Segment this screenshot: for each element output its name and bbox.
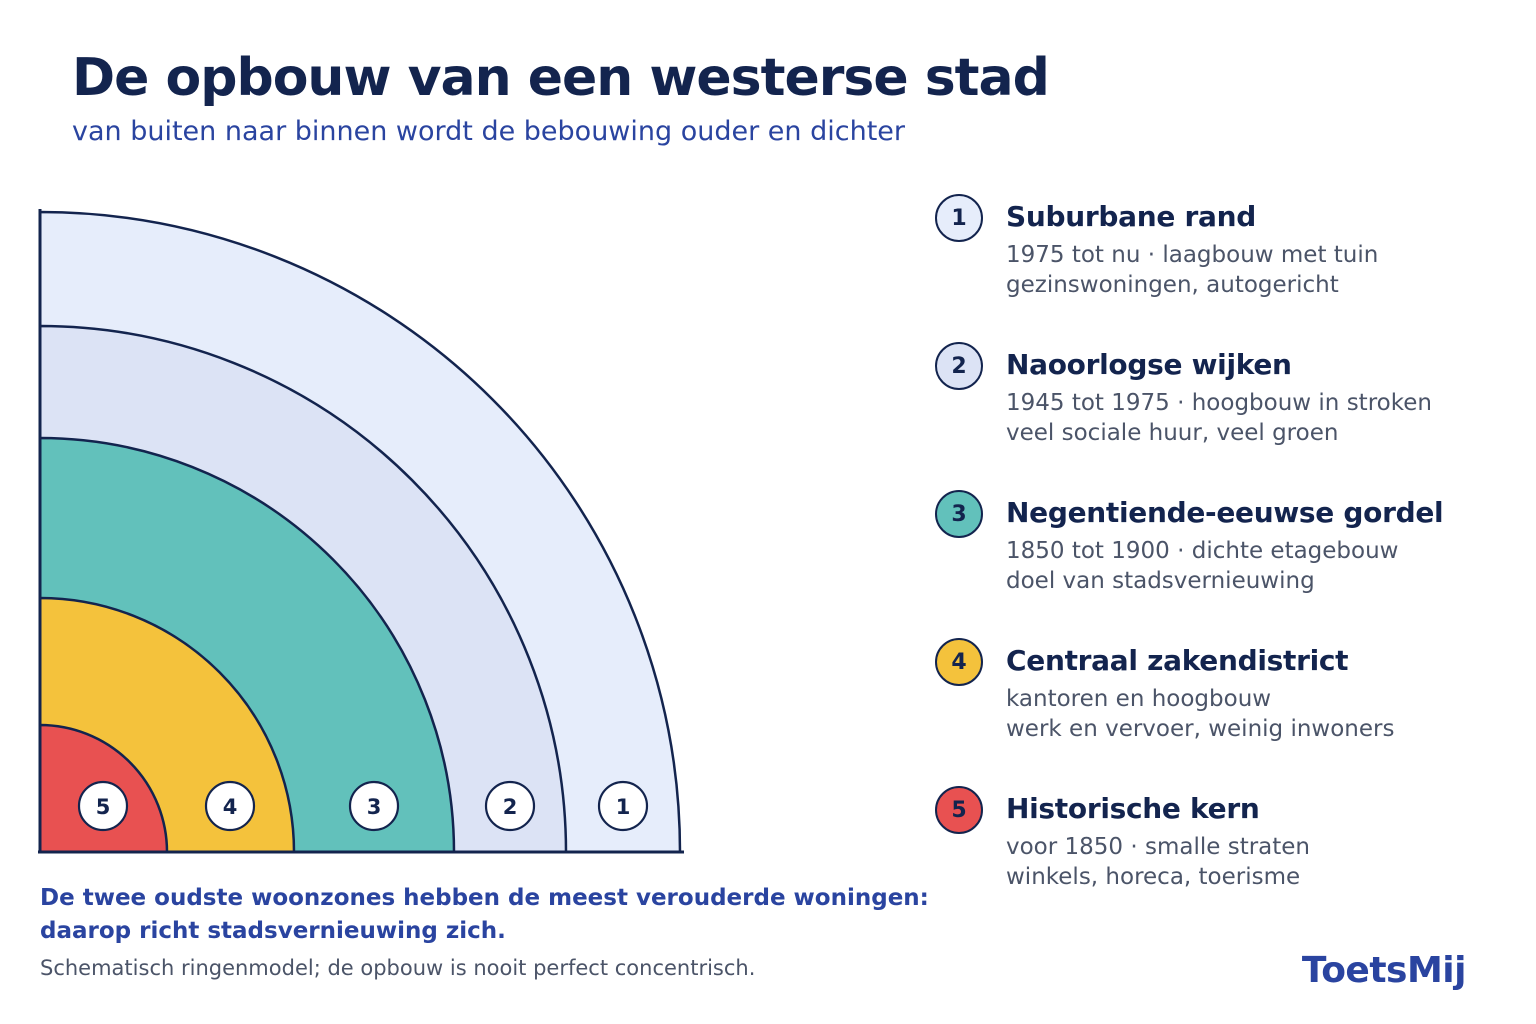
toetsmij-logo: ToetsMij — [1301, 950, 1467, 991]
legend-badge-2: 2 — [935, 342, 983, 390]
legend-description-line-1: kantoren en hoogbouw — [1006, 686, 1272, 712]
conclusion-text: De twee oudste woonzones hebben de meest… — [40, 885, 929, 944]
legend-description-line-1: 1945 tot 1975 · hoogbouw in stroken — [1006, 390, 1432, 416]
legend-description-line-2: gezinswoningen, autogericht — [1006, 272, 1339, 298]
legend-item-negentiende-eeuwse-gordel: 3 Negentiende-eeuwse gordel 1850 tot 190… — [935, 488, 1515, 636]
legend-description-line-1: voor 1850 · smalle straten — [1006, 834, 1311, 860]
legend-title: Negentiende-eeuwse gordel — [1006, 496, 1444, 529]
ring-badge-2: 2 — [484, 780, 536, 832]
page-subtitle: van buiten naar binnen wordt de bebouwin… — [72, 116, 905, 147]
ring-badge-1: 1 — [597, 780, 649, 832]
legend-item-suburbane-rand: 1 Suburbane rand 1975 tot nu · laagbouw … — [935, 192, 1515, 340]
legend-title: Historische kern — [1006, 792, 1260, 825]
legend-item-historische-kern: 5 Historische kern voor 1850 · smalle st… — [935, 784, 1515, 932]
svg-text:3: 3 — [367, 795, 382, 819]
legend-badge-1: 1 — [935, 194, 983, 242]
legend-title: Centraal zakendistrict — [1006, 644, 1349, 677]
svg-text:1: 1 — [616, 795, 631, 819]
ring-badge-4: 4 — [204, 780, 256, 832]
svg-text:5: 5 — [96, 795, 111, 819]
legend-description-line-2: doel van stadsvernieuwing — [1006, 568, 1315, 594]
footnote: Schematisch ringenmodel; de opbouw is no… — [40, 956, 756, 980]
legend-title: Suburbane rand — [1006, 200, 1256, 233]
legend-item-centraal-zakendistrict: 4 Centraal zakendistrict kantoren en hoo… — [935, 636, 1515, 784]
page-title: De opbouw van een westerse stad — [72, 48, 1050, 108]
ring-model-diagram: 5 4 3 2 1 — [38, 209, 684, 854]
ring-badge-3: 3 — [348, 780, 400, 832]
legend-description-line-1: 1850 tot 1900 · dichte etagebouw — [1006, 538, 1399, 564]
legend-badge-4: 4 — [935, 638, 983, 686]
svg-text:4: 4 — [223, 795, 238, 819]
legend-description-line-1: 1975 tot nu · laagbouw met tuin — [1006, 242, 1379, 268]
legend: 1 Suburbane rand 1975 tot nu · laagbouw … — [935, 192, 1515, 932]
legend-description-line-2: werk en vervoer, weinig inwoners — [1006, 716, 1395, 742]
legend-title: Naoorlogse wijken — [1006, 348, 1292, 381]
legend-badge-3: 3 — [935, 490, 983, 538]
legend-description-line-2: veel sociale huur, veel groen — [1006, 420, 1339, 446]
legend-item-naoorlogse-wijken: 2 Naoorlogse wijken 1945 tot 1975 · hoog… — [935, 340, 1515, 488]
svg-text:2: 2 — [503, 795, 518, 819]
ring-badge-5: 5 — [77, 780, 129, 832]
legend-description-line-2: winkels, horeca, toerisme — [1006, 864, 1301, 890]
legend-badge-5: 5 — [935, 786, 983, 834]
